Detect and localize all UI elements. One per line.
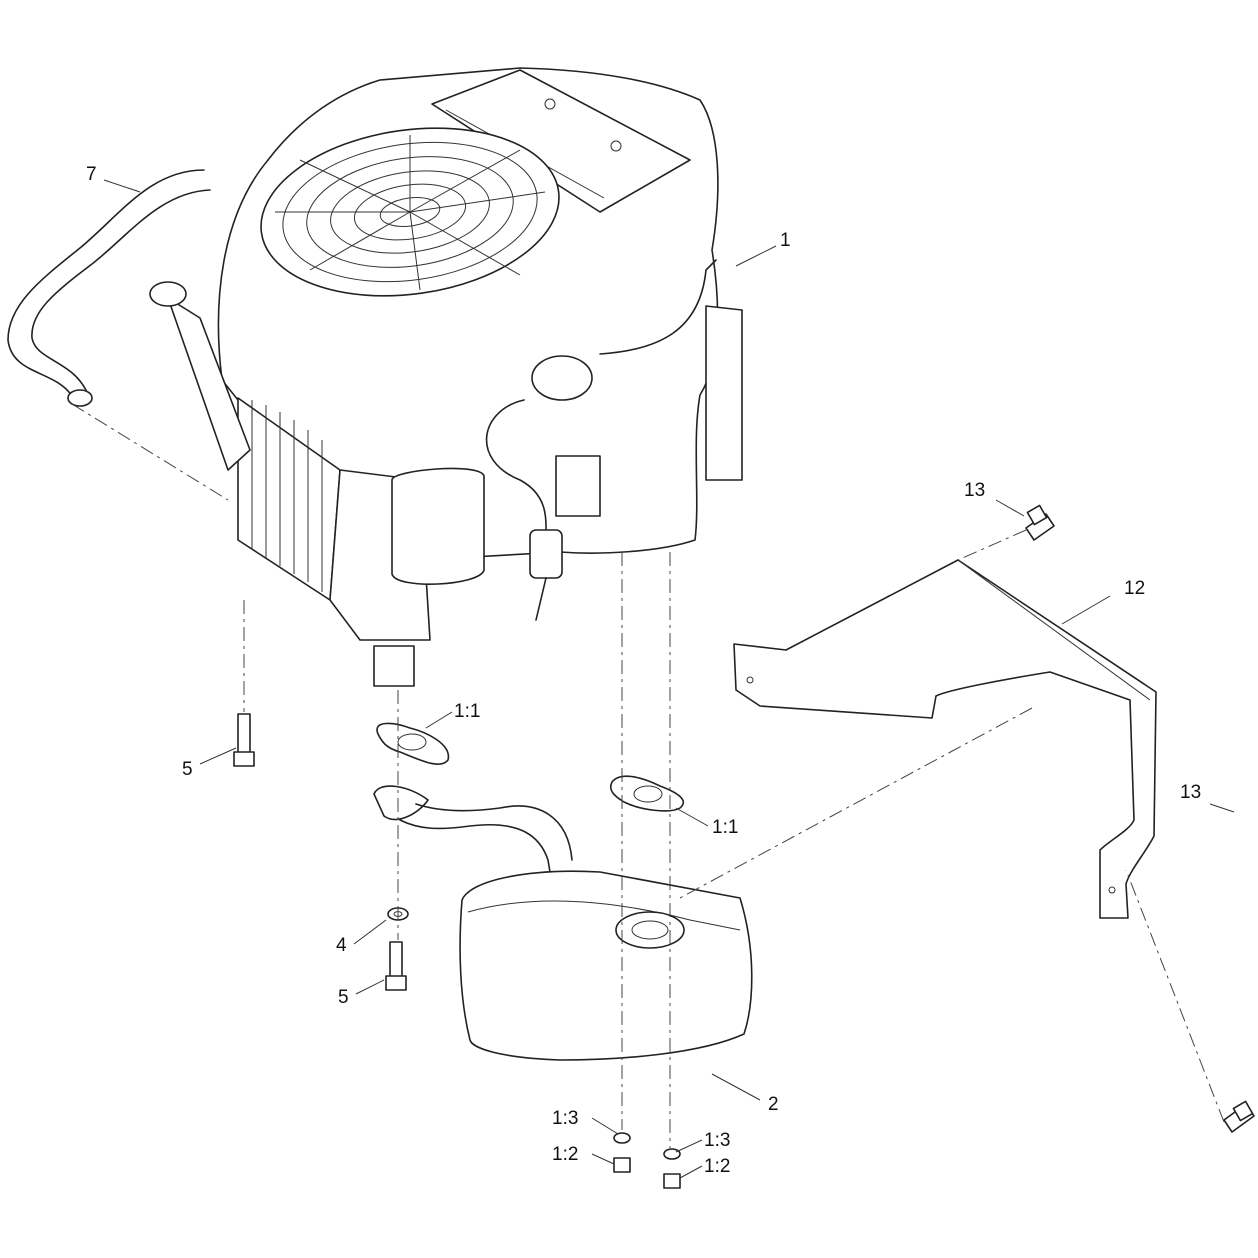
engine-assembly	[149, 67, 743, 687]
nut-1-2-left	[613, 1157, 631, 1173]
callout-5-upper: 5	[182, 759, 193, 780]
callout-labels: 7 1 12 13 13 1:1 1:1 5 4 5 2 1:3 1:2 1:3…	[86, 164, 1201, 1177]
callout-7: 7	[86, 164, 97, 185]
callout-1-3-right: 1:3	[704, 1130, 730, 1151]
nut-1-2-right	[663, 1173, 681, 1189]
washer-1-3-right	[663, 1148, 681, 1160]
callout-4: 4	[336, 935, 347, 956]
exhaust-gasket-left	[376, 722, 449, 765]
muffler	[373, 785, 753, 1061]
bolt-13-lower	[1223, 1100, 1255, 1133]
callout-13-upper: 13	[964, 480, 985, 501]
callout-1-3-left: 1:3	[552, 1108, 578, 1129]
callout-2: 2	[768, 1094, 779, 1115]
bolt-5-upper	[233, 713, 255, 767]
callout-1-2-left: 1:2	[552, 1144, 578, 1165]
callout-1-1-upper: 1:1	[454, 701, 480, 722]
bolt-5-lower	[385, 941, 407, 991]
callout-1-1-lower: 1:1	[712, 817, 738, 838]
callout-5-lower: 5	[338, 987, 349, 1008]
callout-1-2-right: 1:2	[704, 1156, 730, 1177]
callout-1: 1	[780, 230, 791, 251]
exhaust-gasket-right	[609, 775, 685, 812]
bolt-13-upper	[1025, 504, 1055, 541]
callout-12: 12	[1124, 578, 1145, 599]
leader-lines	[103, 179, 1235, 1179]
alignment-lines	[71, 403, 1225, 1148]
callout-13-lower: 13	[1180, 782, 1201, 803]
heat-shield	[733, 559, 1157, 919]
breather-hose	[7, 169, 211, 407]
washer-1-3-left	[613, 1132, 631, 1144]
